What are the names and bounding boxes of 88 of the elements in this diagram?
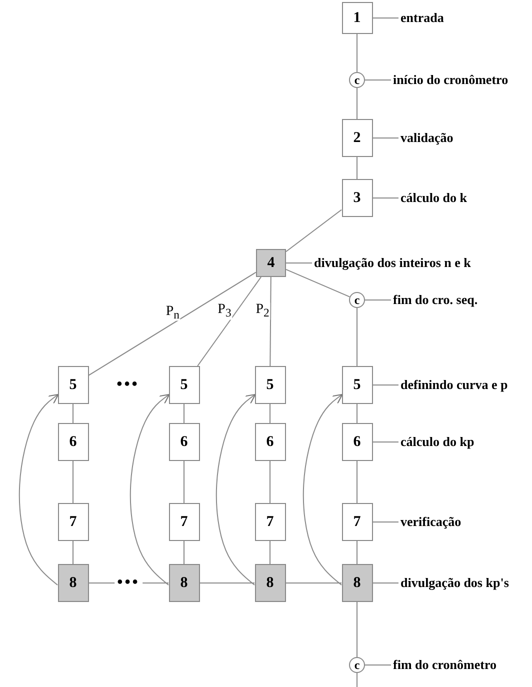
step-number: 3 <box>353 190 361 206</box>
connector <box>72 460 74 504</box>
connector <box>72 540 74 564</box>
connector <box>88 272 256 376</box>
annotation-text: verificação <box>400 515 462 528</box>
process-box <box>168 366 200 404</box>
timer-circle <box>349 657 365 673</box>
process-box <box>254 366 286 404</box>
timer-label: c <box>354 294 360 306</box>
step-number: 4 <box>267 256 275 270</box>
connector <box>356 602 358 658</box>
connector <box>72 404 74 424</box>
connector <box>356 308 358 366</box>
process-box <box>168 423 200 461</box>
annotation-text: cálculo do kp <box>400 435 474 448</box>
connector <box>197 276 262 366</box>
connector <box>356 34 358 72</box>
connector <box>286 268 350 298</box>
loop-arrow <box>302 394 343 586</box>
step-number: 6 <box>353 434 361 450</box>
step-number: 5 <box>353 378 361 392</box>
step-number: 7 <box>353 514 361 530</box>
process-box <box>342 119 372 157</box>
connector <box>356 540 358 564</box>
process-box <box>342 179 372 217</box>
edge-label: P$_{n}$ <box>164 304 180 321</box>
connector <box>356 460 358 504</box>
step-number: 6 <box>266 434 274 450</box>
process-box <box>342 423 372 461</box>
step-number: 2 <box>353 130 361 146</box>
step-number: 8 <box>180 576 188 590</box>
connector <box>356 156 358 180</box>
loop-arrow <box>216 394 256 586</box>
process-box <box>342 366 372 404</box>
timer-label: c <box>354 74 360 86</box>
step-number: 6 <box>69 434 77 450</box>
ellipsis: ••• <box>116 376 140 394</box>
leader-line <box>286 262 312 264</box>
annotation-text: definindo curva e p <box>400 378 508 391</box>
connector <box>285 582 342 584</box>
shaded-process-box <box>256 249 286 277</box>
step-number: 8 <box>266 576 274 590</box>
connector <box>356 404 358 424</box>
annotation-text: validação <box>400 131 454 144</box>
shaded-process-box <box>254 564 286 602</box>
step-number: 7 <box>180 514 188 530</box>
loop-arrow <box>18 394 59 586</box>
process-box <box>168 503 200 541</box>
step-number: 1 <box>353 10 361 26</box>
process-box <box>254 423 286 461</box>
connector <box>270 276 272 366</box>
leader-line <box>364 664 392 666</box>
timer-label: c <box>354 659 360 671</box>
annotation-text: divulgação dos kp's <box>400 576 509 589</box>
step-number: 5 <box>180 378 188 392</box>
step-number: 7 <box>266 514 274 530</box>
process-box <box>58 423 88 461</box>
leader-line <box>372 582 399 584</box>
step-number: 5 <box>69 378 77 392</box>
loop-arrow <box>130 394 170 586</box>
connector <box>356 672 358 687</box>
process-box <box>58 503 88 541</box>
edge-label: P$_{2}$ <box>254 302 270 320</box>
shaded-process-box <box>58 564 88 602</box>
process-box <box>254 503 286 541</box>
connector <box>286 209 342 252</box>
step-number: 8 <box>353 576 361 590</box>
annotation-text: divulgação dos inteiros n e k <box>314 256 471 269</box>
annotation-text: fim do cronômetro <box>393 658 496 671</box>
process-box <box>58 366 88 404</box>
annotation-text: cálculo do k <box>400 191 467 204</box>
timer-circle <box>349 292 365 308</box>
connector <box>199 582 255 584</box>
step-number: 8 <box>69 576 77 590</box>
timer-circle <box>349 72 365 88</box>
process-box <box>342 503 372 541</box>
connector <box>356 88 358 120</box>
annotation-text: fim do cro. seq. <box>393 293 478 306</box>
shaded-process-box <box>168 564 200 602</box>
shaded-process-box <box>342 564 372 602</box>
step-number: 6 <box>180 434 188 450</box>
step-number: 7 <box>69 514 77 530</box>
annotation-text: início do cronômetro <box>393 73 508 86</box>
edge-label: P$_{3}$ <box>216 302 232 320</box>
annotation-text: entrada <box>400 11 444 24</box>
process-box <box>342 2 372 34</box>
leader-line <box>372 384 399 386</box>
step-number: 5 <box>266 378 274 392</box>
